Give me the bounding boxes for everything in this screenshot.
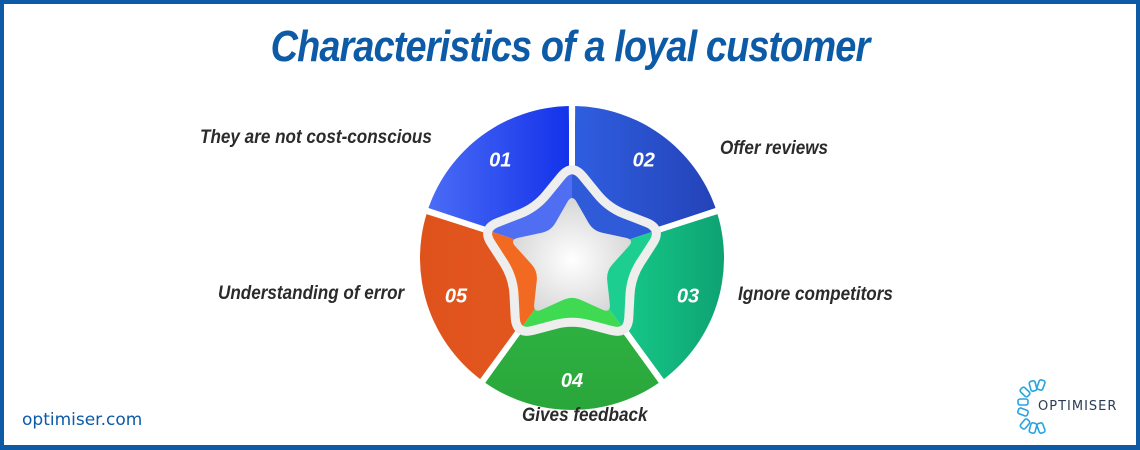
segment-label-03: Ignore competitors: [738, 284, 893, 305]
segment-04: [485, 291, 659, 410]
segment-label-04: Gives feedback: [522, 405, 648, 426]
logo-text: OPTIMISER: [1038, 399, 1118, 414]
segment-label-02: Offer reviews: [720, 138, 829, 159]
optimiser-logo-icon: [1017, 379, 1046, 434]
segment-label-01: They are not cost-conscious: [200, 127, 432, 148]
website-link[interactable]: optimiser.com: [22, 410, 143, 430]
segment-number-01: 01: [489, 149, 511, 171]
segment-divider: [622, 329, 667, 386]
segment-number-02: 02: [633, 149, 655, 171]
segment-divider: [422, 206, 488, 234]
segment-label-05: Understanding of error: [218, 283, 405, 304]
segment-number-05: 05: [445, 286, 468, 308]
optimiser-logo: OPTIMISER: [1016, 377, 1126, 437]
segment-divider: [656, 206, 722, 234]
segment-divider: [477, 329, 522, 386]
segment-number-04: 04: [561, 370, 583, 392]
star-outline: [483, 165, 661, 336]
page-title: Characteristics of a loyal customer: [270, 22, 871, 71]
segment-number-03: 03: [677, 286, 699, 308]
star-icon: [512, 198, 632, 311]
